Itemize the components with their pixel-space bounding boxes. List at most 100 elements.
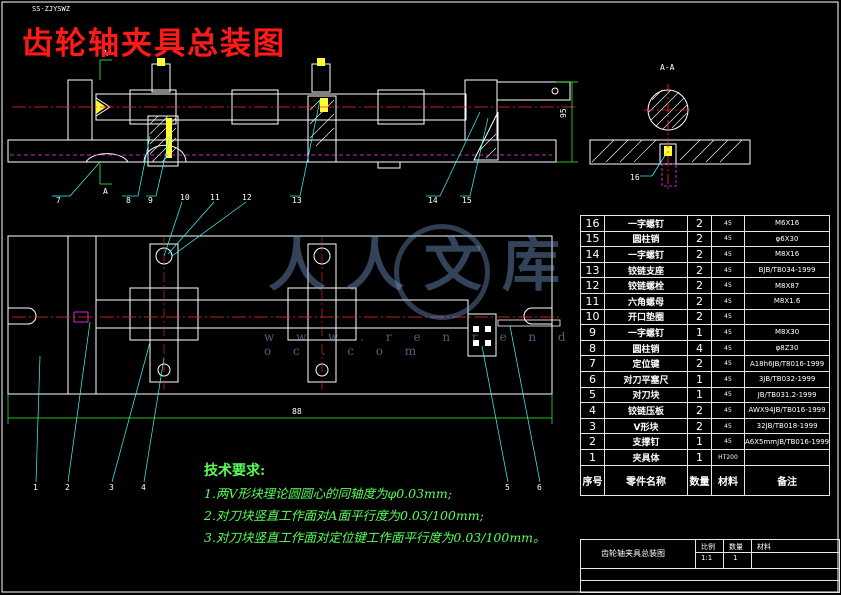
part-name: 夹具体: [604, 448, 688, 466]
part-name: 开口垫圈: [604, 308, 688, 326]
title-block-grid: [695, 552, 839, 553]
title-block-scale: 1:1: [701, 554, 713, 562]
callout-6: 6: [537, 483, 542, 492]
part-material: 45: [711, 246, 745, 263]
plan-dim-length: [7, 394, 553, 424]
technical-requirements: 技术要求: 1.两V形块理论圆圆心的同轴度为φ0.03mm; 2.对刀块竖直工作…: [204, 460, 546, 546]
title-block-grid: [581, 580, 839, 581]
title-block-grid: [581, 568, 839, 569]
part-remark: M8X16: [743, 246, 831, 263]
callout-8: 8: [126, 196, 131, 205]
part-remark: M8X87: [743, 277, 831, 294]
tech-item: 3.对刀块竖直工作面对定位键工作面平行度为0.03/100mm。: [204, 530, 546, 545]
part-qty: 2: [687, 308, 712, 326]
title-block-name: 齿轮轴夹具总装图: [601, 549, 665, 558]
part-remark: M6X16: [743, 215, 831, 232]
tech-item: 1.两V形块理论圆圆心的同轴度为φ0.03mm;: [204, 486, 452, 501]
front-view-bolts: [96, 58, 328, 158]
plan-view: [7, 235, 553, 395]
part-material: HT200: [711, 448, 745, 466]
part-name: V形块: [604, 417, 688, 435]
section-mark-bottom: A: [103, 187, 108, 196]
plan-view-circles: [155, 247, 331, 377]
callout-1: 1: [33, 483, 38, 492]
part-qty: 2: [687, 230, 712, 248]
header-material: 材料: [711, 464, 745, 496]
callout-12: 12: [242, 193, 252, 202]
part-no: 2: [580, 433, 605, 450]
part-name: 圆柱销: [604, 339, 688, 357]
part-no: 12: [580, 277, 605, 294]
part-material: 45: [711, 215, 745, 232]
part-material: 45: [711, 324, 745, 341]
plan-view-gauge: [497, 319, 561, 327]
callout-15: 15: [462, 196, 472, 205]
part-qty: 1: [687, 386, 712, 404]
part-qty: 4: [687, 339, 712, 357]
title-block: 齿轮轴夹具总装图 比例 1:1 数量 1 材料: [580, 539, 840, 593]
front-dim-height-label: 95: [559, 108, 568, 118]
callout-11: 11: [210, 193, 220, 202]
part-remark: M8X1.6: [743, 292, 831, 310]
header-qty: 数量: [687, 464, 712, 496]
part-name: 铰链支座: [604, 261, 688, 279]
callout-7: 7: [56, 196, 61, 205]
part-qty: 2: [687, 417, 712, 435]
part-name: 定位键: [604, 355, 688, 372]
part-qty: 1: [687, 448, 712, 466]
part-no: 10: [580, 308, 605, 326]
part-material: 45: [711, 433, 745, 450]
part-material: 45: [711, 292, 745, 310]
part-no: 9: [580, 324, 605, 341]
part-qty: 1: [687, 324, 712, 341]
part-remark: A6X5mmJB/TB016-1999: [743, 433, 831, 450]
part-remark: JB/TB031.2-1999: [743, 386, 831, 404]
part-no: 13: [580, 261, 605, 279]
part-material: 45: [711, 261, 745, 279]
part-material: 45: [711, 308, 745, 326]
part-qty: 1: [687, 433, 712, 450]
part-material: 45: [711, 355, 745, 372]
header-no: 序号: [580, 464, 605, 496]
front-dim-height: [556, 81, 578, 163]
section-title: A-A: [660, 63, 675, 72]
part-material: 45: [711, 386, 745, 404]
leader-lines: [35, 99, 667, 483]
part-no: 1: [580, 448, 605, 466]
part-remark: 3JB/TB032-1999: [743, 370, 831, 388]
title-block-grid: [751, 540, 752, 568]
part-no: 4: [580, 402, 605, 419]
callout-16: 16: [630, 173, 640, 182]
part-no: 15: [580, 230, 605, 248]
part-name: 对刀平塞尺: [604, 370, 688, 388]
part-qty: 1: [687, 370, 712, 388]
part-name: 一字螺钉: [604, 215, 688, 232]
part-qty: 2: [687, 215, 712, 232]
header-remark: 备注: [743, 464, 831, 496]
part-material: 45: [711, 230, 745, 248]
part-name: 圆柱销: [604, 230, 688, 248]
part-remark: 32JB/TB018-1999: [743, 417, 831, 435]
part-remark: [743, 308, 831, 326]
drawing-tag: SS-ZJYSWZ: [32, 5, 70, 13]
part-no: 14: [580, 246, 605, 263]
section-key-hidden: [661, 163, 677, 187]
callout-3: 3: [109, 483, 114, 492]
title-block-scale-label: 比例: [701, 543, 715, 551]
part-material: 45: [711, 370, 745, 388]
part-name: 一字螺钉: [604, 246, 688, 263]
parts-list-header: 序号 零件名称 数量 材料 备注: [580, 464, 831, 496]
part-remark: φ6X30: [743, 230, 831, 248]
part-no: 3: [580, 417, 605, 435]
